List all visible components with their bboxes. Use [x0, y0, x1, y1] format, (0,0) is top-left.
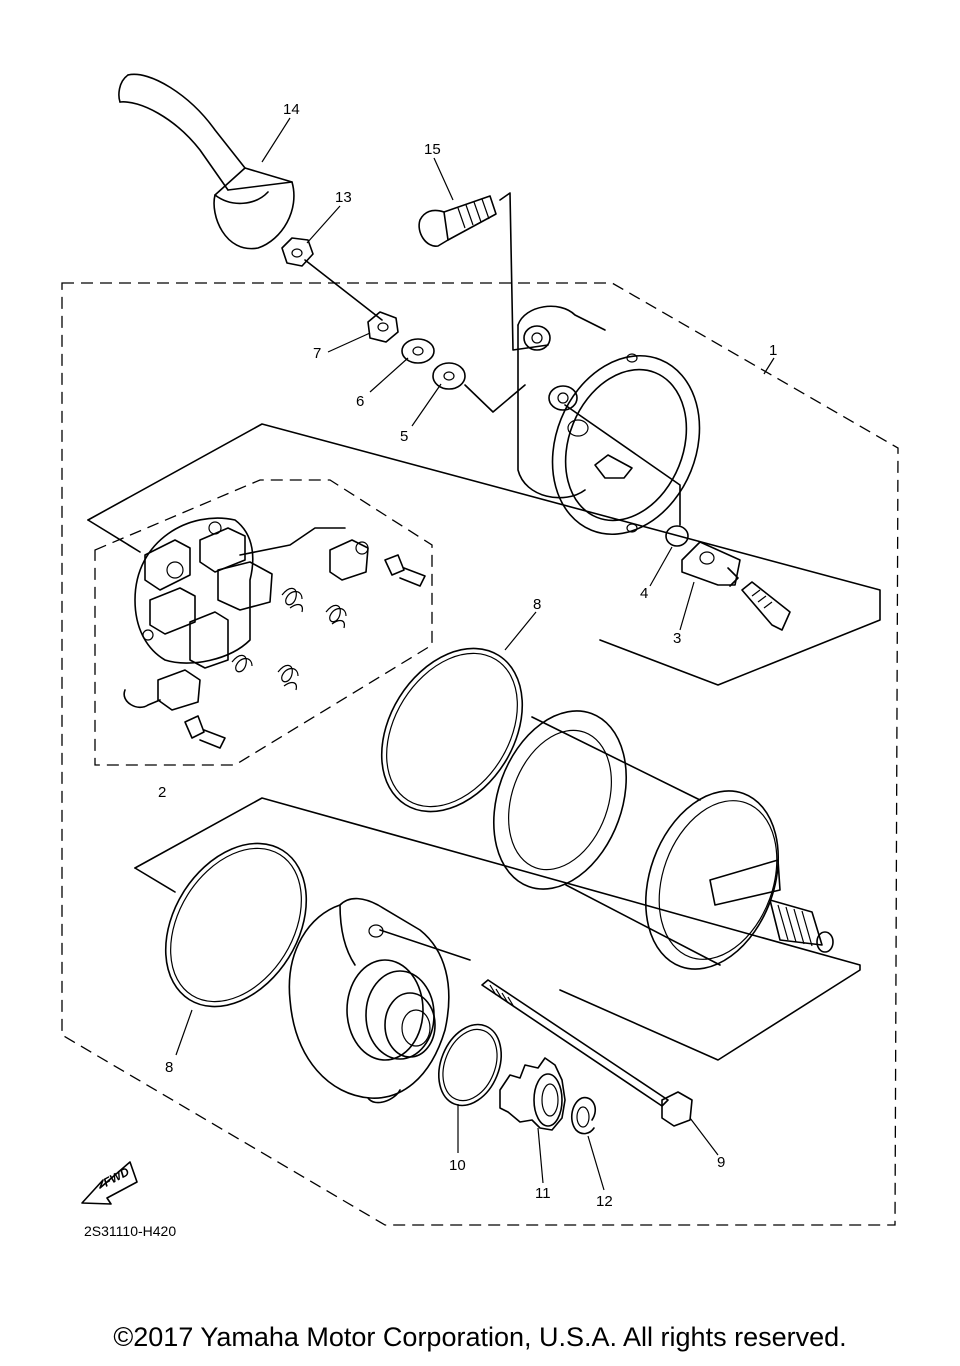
callout-labels: 1 2 3 4 5 6 7 8 8 9 10 11 12 13 14 15	[158, 101, 777, 1210]
guide-line-lower-left	[134, 867, 176, 893]
o-ring-part-4	[665, 525, 689, 547]
o-ring-part-8-lower-inner	[170, 847, 302, 1003]
callout-14: 14	[283, 101, 300, 118]
brush-holder-boundary	[94, 479, 433, 766]
callout-1: 1	[769, 342, 777, 359]
fwd-label: FWD	[101, 1164, 132, 1189]
o-ring-part-8-lower	[164, 842, 308, 1008]
motor-yoke	[492, 710, 834, 970]
washer-part-5	[432, 362, 466, 390]
circlip-part-12	[570, 1096, 597, 1135]
nut-part-7	[367, 311, 399, 343]
o-ring-part-8-upper	[380, 647, 524, 813]
guide-line-tie-bolt	[379, 929, 471, 961]
guide-line-upper	[87, 423, 881, 686]
o-ring-part-8-upper-inner	[386, 652, 518, 808]
fwd-arrow-icon: FWD	[81, 1161, 138, 1205]
callout-4: 4	[640, 585, 648, 602]
diagram-code: 2S31110-H420	[84, 1223, 176, 1239]
terminal-set-part-3	[681, 541, 791, 631]
guide-line-bolt-15	[499, 192, 549, 351]
washer-part-6	[401, 338, 435, 364]
guide-line-washer-stack	[304, 259, 383, 321]
callout-11: 11	[535, 1185, 551, 1202]
callout-12: 12	[596, 1193, 613, 1210]
callout-10: 10	[449, 1157, 466, 1174]
leader-lines	[175, 117, 775, 1191]
brush-holder-part-2	[123, 517, 426, 749]
callout-3: 3	[673, 630, 681, 647]
callout-13: 13	[335, 189, 352, 206]
callout-5: 5	[400, 428, 408, 445]
o-ring-part-10	[438, 1023, 502, 1107]
guide-line-upper-left	[87, 519, 141, 553]
o-ring-part-10-inner	[442, 1028, 498, 1102]
callout-6: 6	[356, 393, 364, 410]
callout-15: 15	[424, 141, 441, 158]
callout-2: 2	[158, 784, 166, 801]
callout-7: 7	[313, 345, 321, 362]
callout-9: 9	[717, 1154, 725, 1171]
lead-wire-part-14	[118, 73, 295, 250]
through-bolt-part-9	[481, 979, 693, 1127]
guide-line-washer-5	[464, 384, 526, 413]
nut-part-13	[281, 237, 314, 267]
guide-line-brush-holder	[239, 527, 346, 556]
guide-line-lower	[134, 797, 861, 1061]
assembly-1-boundary	[61, 282, 899, 1226]
pinion-gear-part-11	[499, 1057, 566, 1131]
callout-8-upper: 8	[533, 596, 541, 613]
bolt-part-15	[418, 195, 497, 247]
front-cover-part-1	[517, 305, 701, 536]
copyright-notice: ©2017 Yamaha Motor Corporation, U.S.A. A…	[113, 1322, 847, 1352]
rear-cover	[288, 897, 450, 1104]
guide-line-terminal	[564, 404, 681, 526]
callout-8-lower: 8	[165, 1059, 173, 1076]
